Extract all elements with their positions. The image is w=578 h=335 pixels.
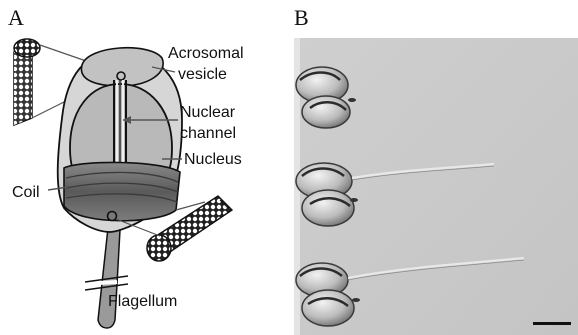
label-nuclear-line2: channel [180,125,236,142]
flagellum [85,228,128,328]
label-acrosomal-line1: Acrosomal [168,45,244,62]
label-flagellum: Flagellum [108,293,177,310]
scale-bar [533,322,571,325]
micrograph [294,38,578,335]
label-acrosomal-line2: vesicle [178,66,227,83]
coil [64,162,180,220]
label-coil: Coil [12,184,40,201]
microtubule-bundle-top [14,39,40,125]
label-nuclear-line1: Nuclear [180,104,236,121]
label-nucleus: Nucleus [184,151,242,168]
panel-b-letter: B [294,5,309,30]
panel-a-letter: A [8,5,24,30]
